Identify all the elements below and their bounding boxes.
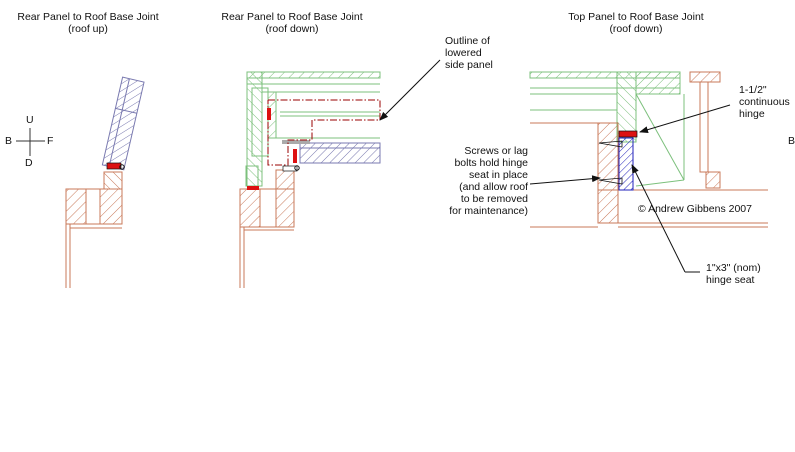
hinge-leader — [639, 104, 731, 134]
compass-up: U — [26, 114, 34, 126]
section-rear-roof-down — [239, 59, 441, 288]
compass-back: B — [5, 135, 13, 147]
roof-panel-lowered — [246, 71, 381, 187]
hinge-marker — [282, 165, 298, 172]
section-top-roof-down — [529, 71, 768, 273]
side-panel-outline — [267, 99, 381, 166]
screws — [598, 140, 623, 185]
hinge-marker — [618, 130, 638, 138]
title-rear-roof-down: Rear Panel to Roof Base Joint(roof down) — [221, 11, 363, 35]
roof-panel-raised — [101, 76, 145, 171]
right-post — [689, 71, 721, 189]
section-rear-roof-up — [65, 76, 145, 288]
title-rear-roof-up: Rear Panel to Roof Base Joint(roof up) — [17, 11, 159, 35]
compass-down: D — [25, 157, 33, 169]
hinge-seat — [618, 137, 634, 191]
screws-leader — [529, 175, 601, 185]
rear-panel-wall — [65, 171, 123, 288]
hinge-marker — [106, 162, 122, 170]
edge-letter: B — [788, 135, 795, 147]
top-panel-wall — [530, 122, 768, 228]
compass-front: F — [47, 135, 54, 147]
compass — [16, 128, 45, 156]
roof-panel-horizontal — [282, 140, 381, 164]
label-hinge-seat: 1"x3" (nom)hinge seat — [706, 262, 761, 286]
copyright: © Andrew Gibbens 2007 — [638, 203, 752, 215]
title-top-roof-down: Top Panel to Roof Base Joint(roof down) — [568, 11, 704, 35]
outline-leader — [379, 59, 441, 121]
hinge-seat-leader — [631, 164, 686, 273]
rear-panel-wall — [239, 165, 295, 288]
